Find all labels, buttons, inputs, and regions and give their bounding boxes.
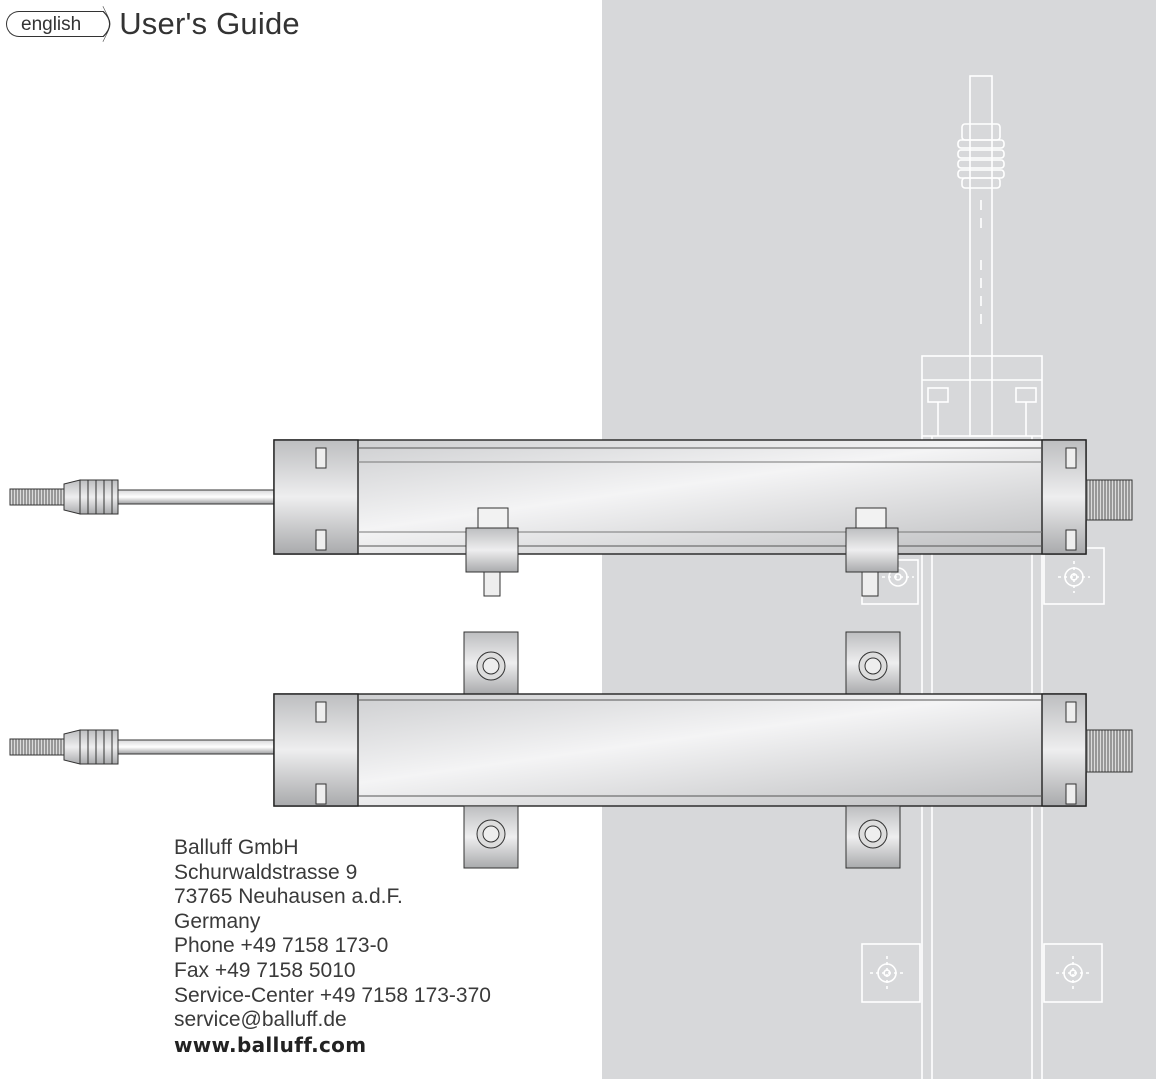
- document-title: User's Guide: [119, 6, 300, 41]
- company-address: Balluff GmbH Schurwaldstrasse 9 73765 Ne…: [174, 836, 491, 1057]
- header: english User's Guide: [6, 4, 300, 44]
- email-link[interactable]: service@balluff.de: [174, 1008, 347, 1032]
- fax: Fax +49 7158 5010: [174, 958, 356, 982]
- language-label: english: [21, 14, 82, 35]
- phone: Phone +49 7158 173-0: [174, 934, 389, 958]
- street: Schurwaldstrasse 9: [174, 860, 358, 884]
- rail-line-drawing: [861, 75, 1105, 1079]
- language-badge: english: [6, 11, 111, 37]
- country: Germany: [174, 909, 261, 933]
- website-link[interactable]: www.balluff.com: [174, 1032, 367, 1057]
- linear-transducer-top: [9, 439, 1133, 597]
- linear-transducer-bottom: [9, 631, 1133, 869]
- company-name: Balluff GmbH: [174, 836, 299, 859]
- city: 73765 Neuhausen a.d.F.: [174, 885, 403, 909]
- service-center: Service-Center +49 7158 173-370: [174, 983, 491, 1007]
